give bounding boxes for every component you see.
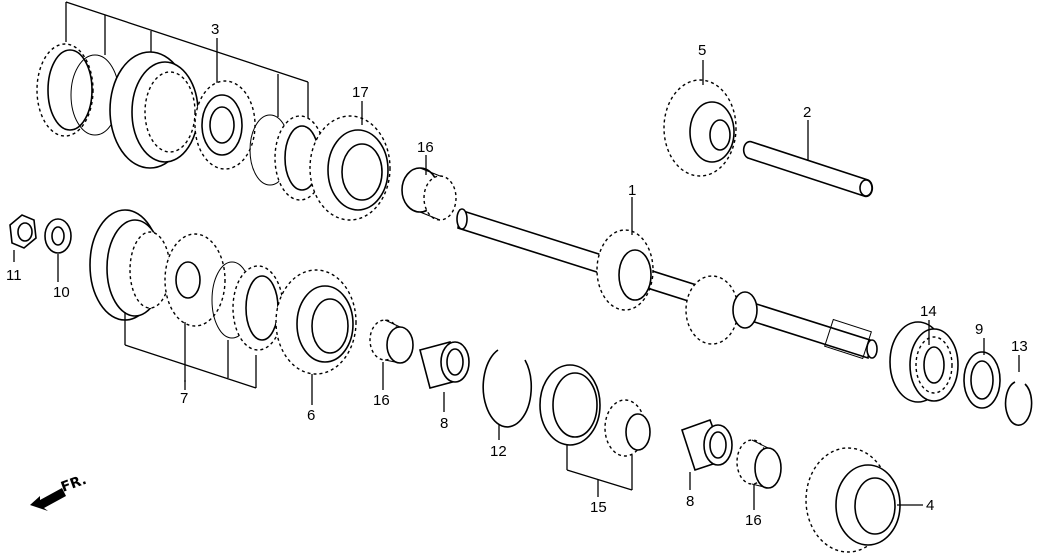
taper-bearing-cone [604,399,651,457]
washer-2 [963,351,1001,409]
gear-17 [309,115,391,221]
needle-bearing-lower-left [369,319,414,364]
snap-ring-2 [1004,381,1033,426]
callout-15: 15 [590,499,607,516]
front-label: FR. [59,472,89,496]
gear-4 [805,447,901,553]
callout-labels: 3 5 2 17 16 1 11 10 7 6 16 8 12 15 8 16 … [6,21,1028,529]
synchro-hub-upper [194,80,256,170]
synchro-sleeve-lower [89,209,171,321]
callout-13: 13 [1011,338,1028,355]
ball-bearing [889,321,959,403]
callout-1: 1 [628,182,636,199]
mainshaft [456,208,878,360]
synchro-sleeve-upper [109,51,199,169]
callout-11: 11 [6,267,22,284]
callout-4: 4 [926,497,934,514]
synchro-ring-lower [232,265,284,351]
callout-5: 5 [698,42,706,59]
callout-16-upper: 16 [417,139,434,156]
snap-ring [482,349,533,428]
leader-lines [13,60,1020,510]
callout-8-right: 8 [686,493,694,510]
callout-15-bracket [566,445,633,497]
needle-bearing-upper [401,167,457,221]
callout-6: 6 [307,407,315,424]
callout-7-bracket [124,312,257,389]
callout-14: 14 [920,303,937,320]
callout-10: 9 [975,321,983,338]
callout-16-bottom: 16 [745,512,762,529]
callout-3-bracket [65,1,309,123]
washer [44,218,72,254]
synchro-hub-lower [164,233,226,327]
distance-collar-left [419,341,470,389]
distance-collar-right [680,418,733,472]
callout-16-lower: 16 [373,392,390,409]
callout-9: 10 [53,284,70,301]
needle-bearing-bottom [736,439,782,489]
front-indicator: FR. [30,472,89,511]
callout-3: 3 [211,21,219,38]
arrow-left-down-icon [30,488,66,511]
callout-8-left: 8 [440,415,448,432]
callout-2: 2 [803,104,811,121]
callout-12: 12 [490,443,507,460]
lock-nut [9,214,37,249]
reverse-idler-gear [663,79,737,177]
shaft-pin [742,140,874,198]
gear-6 [275,269,357,375]
synchro-ring-upper [36,43,94,137]
taper-bearing-race [539,364,601,446]
callout-7: 7 [180,390,188,407]
callout-17: 17 [352,84,369,101]
